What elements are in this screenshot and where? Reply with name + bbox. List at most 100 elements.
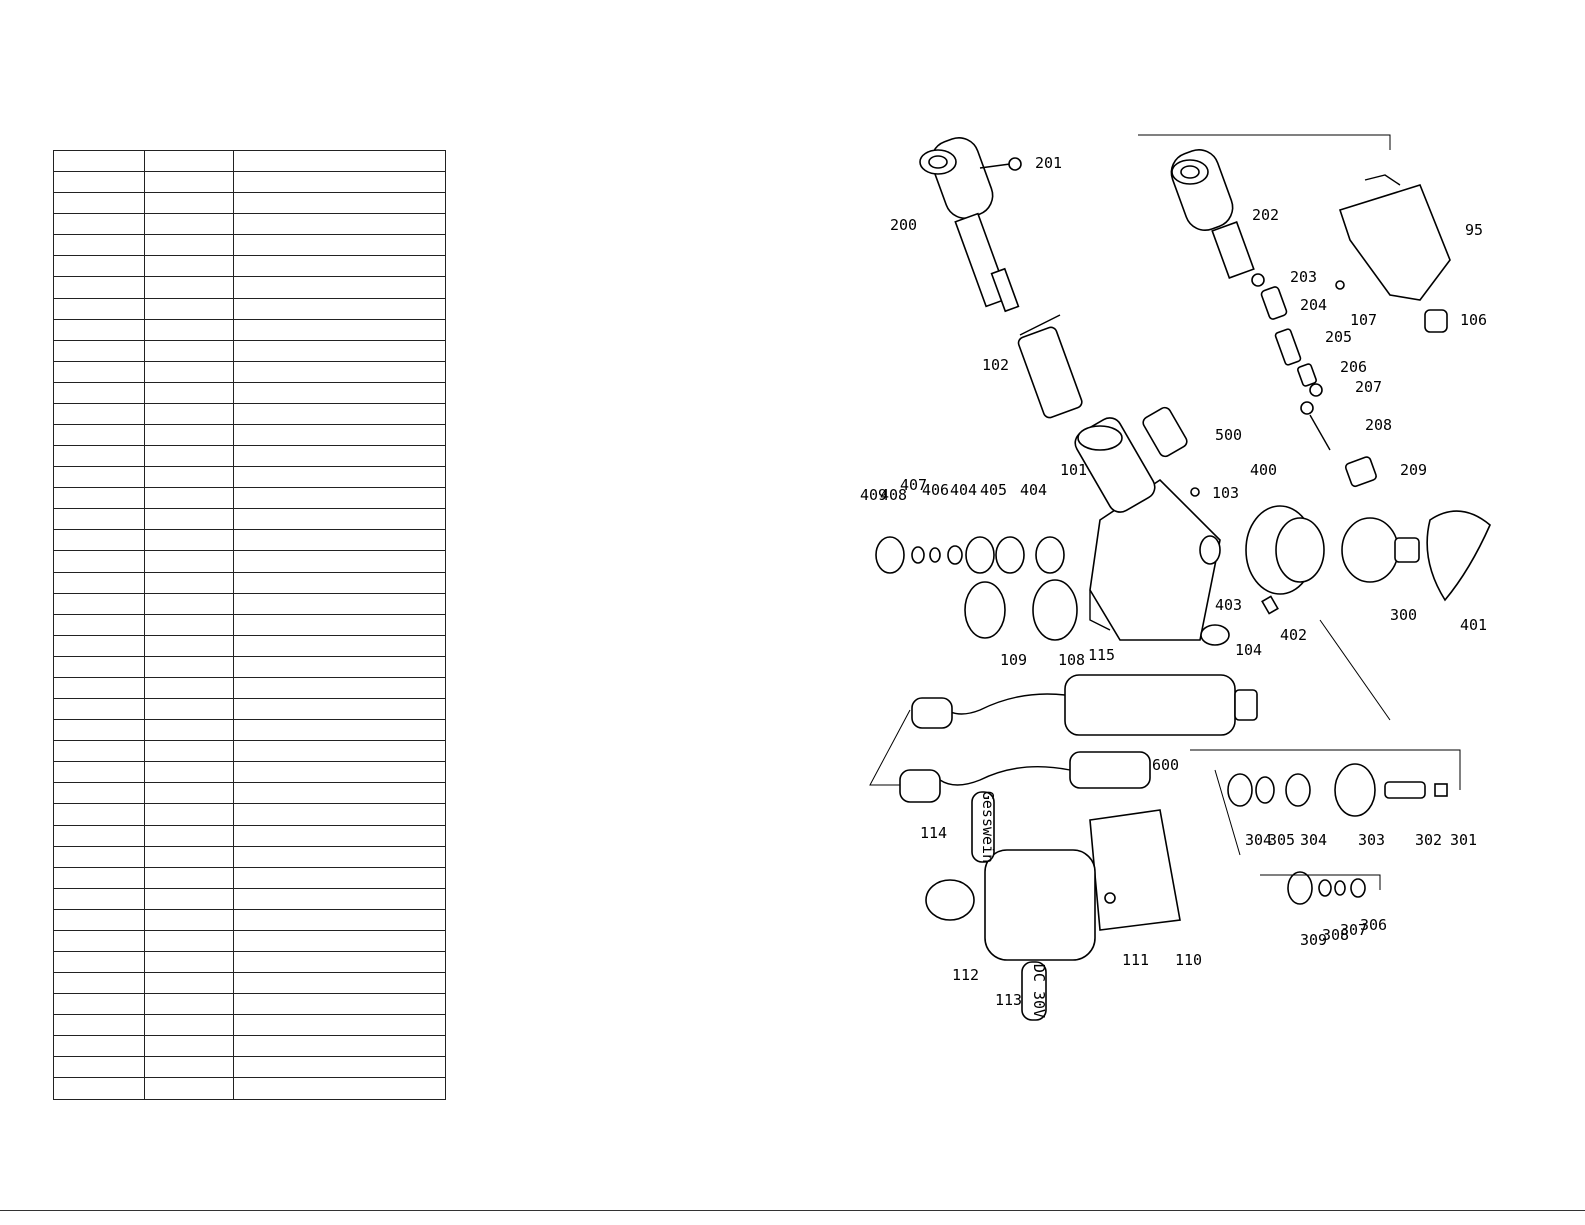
table-cell xyxy=(144,487,234,510)
table-row xyxy=(53,613,446,636)
table-cell xyxy=(233,782,446,805)
table-cell xyxy=(233,529,446,552)
table-cell xyxy=(144,613,234,636)
table-row xyxy=(53,571,446,594)
part-207-washer xyxy=(1309,383,1323,397)
table-cell xyxy=(53,508,145,531)
callout-103: 103 xyxy=(1212,484,1239,502)
table-row xyxy=(53,972,446,995)
callout-206: 206 xyxy=(1340,358,1367,376)
brand-badge: Gesswein xyxy=(979,791,997,863)
callout-104: 104 xyxy=(1235,641,1262,659)
callout-309: 309 xyxy=(1300,931,1327,949)
parts-table-body xyxy=(53,149,446,1100)
callout-404b: 404 xyxy=(1020,481,1047,499)
part-401-belt xyxy=(1426,510,1491,602)
part-307-ring xyxy=(1334,880,1346,896)
table-cell xyxy=(233,845,446,868)
table-cell xyxy=(53,1035,145,1058)
callout-114: 114 xyxy=(920,824,947,842)
table-cell xyxy=(53,782,145,805)
table-cell xyxy=(53,655,145,678)
table-cell xyxy=(53,719,145,742)
table-cell xyxy=(233,613,446,636)
part-203-washer xyxy=(1251,273,1265,287)
callout-208: 208 xyxy=(1365,416,1392,434)
table-row xyxy=(53,339,446,362)
callout-113: 113 xyxy=(995,991,1022,1009)
table-cell xyxy=(144,993,234,1016)
table-row xyxy=(53,1056,446,1079)
table-cell xyxy=(233,255,446,278)
part-600-motor xyxy=(899,674,1258,803)
callout-110: 110 xyxy=(1175,951,1202,969)
part-95-cover xyxy=(1338,174,1451,301)
part-115-frame xyxy=(1089,590,1111,631)
table-cell xyxy=(53,592,145,615)
part-103-screw xyxy=(1190,487,1200,497)
callout-204: 204 xyxy=(1300,296,1327,314)
table-row xyxy=(53,824,446,847)
table-cell xyxy=(144,445,234,468)
part-404b-bearing xyxy=(1035,536,1065,574)
table-cell xyxy=(144,655,234,678)
table-cell xyxy=(233,740,446,763)
table-row xyxy=(53,360,446,383)
table-cell xyxy=(144,908,234,931)
callout-406: 406 xyxy=(922,481,949,499)
callout-203: 203 xyxy=(1290,268,1317,286)
part-205-spring xyxy=(1274,328,1302,366)
part-406-washer xyxy=(947,545,963,565)
table-row xyxy=(53,634,446,657)
callout-302: 302 xyxy=(1415,831,1442,849)
table-row xyxy=(53,1014,446,1037)
table-cell xyxy=(144,508,234,531)
part-500-coupling xyxy=(1142,406,1188,458)
table-cell xyxy=(53,149,145,173)
table-row xyxy=(53,908,446,931)
table-cell xyxy=(144,950,234,974)
table-cell xyxy=(233,234,446,257)
table-cell xyxy=(144,339,234,362)
table-cell xyxy=(144,234,234,257)
part-300-pulley xyxy=(1341,517,1420,583)
table-cell xyxy=(144,761,234,784)
table-row xyxy=(53,508,446,531)
table-cell xyxy=(233,803,446,826)
table-cell xyxy=(53,360,145,383)
part-302-shaft xyxy=(1384,781,1426,799)
table-row xyxy=(53,487,446,510)
callout-304a: 304 xyxy=(1245,831,1272,849)
table-cell xyxy=(233,402,446,426)
part-407-ring xyxy=(929,547,941,563)
table-cell xyxy=(144,402,234,426)
callout-115: 115 xyxy=(1088,646,1115,664)
table-cell xyxy=(144,824,234,847)
table-cell xyxy=(233,318,446,341)
parts-table xyxy=(53,149,446,1100)
table-cell xyxy=(53,297,145,320)
table-row xyxy=(53,803,446,826)
part-405-spacer xyxy=(995,536,1025,574)
table-cell xyxy=(53,339,145,362)
table-cell xyxy=(233,929,446,952)
table-cell xyxy=(144,466,234,489)
callout-111: 111 xyxy=(1122,951,1149,969)
part-106-knob xyxy=(1424,309,1448,333)
table-row xyxy=(53,213,446,236)
table-cell xyxy=(53,213,145,236)
table-cell xyxy=(233,149,446,173)
table-cell xyxy=(233,550,446,573)
table-cell xyxy=(233,950,446,974)
table-row xyxy=(53,445,446,468)
callout-300: 300 xyxy=(1390,606,1417,624)
table-cell xyxy=(53,698,145,721)
table-cell xyxy=(233,360,446,383)
table-row xyxy=(53,550,446,573)
table-cell xyxy=(53,445,145,468)
callout-112: 112 xyxy=(952,966,979,984)
callout-403: 403 xyxy=(1215,596,1242,614)
table-cell xyxy=(53,929,145,952)
table-row xyxy=(53,171,446,194)
table-cell xyxy=(144,255,234,278)
